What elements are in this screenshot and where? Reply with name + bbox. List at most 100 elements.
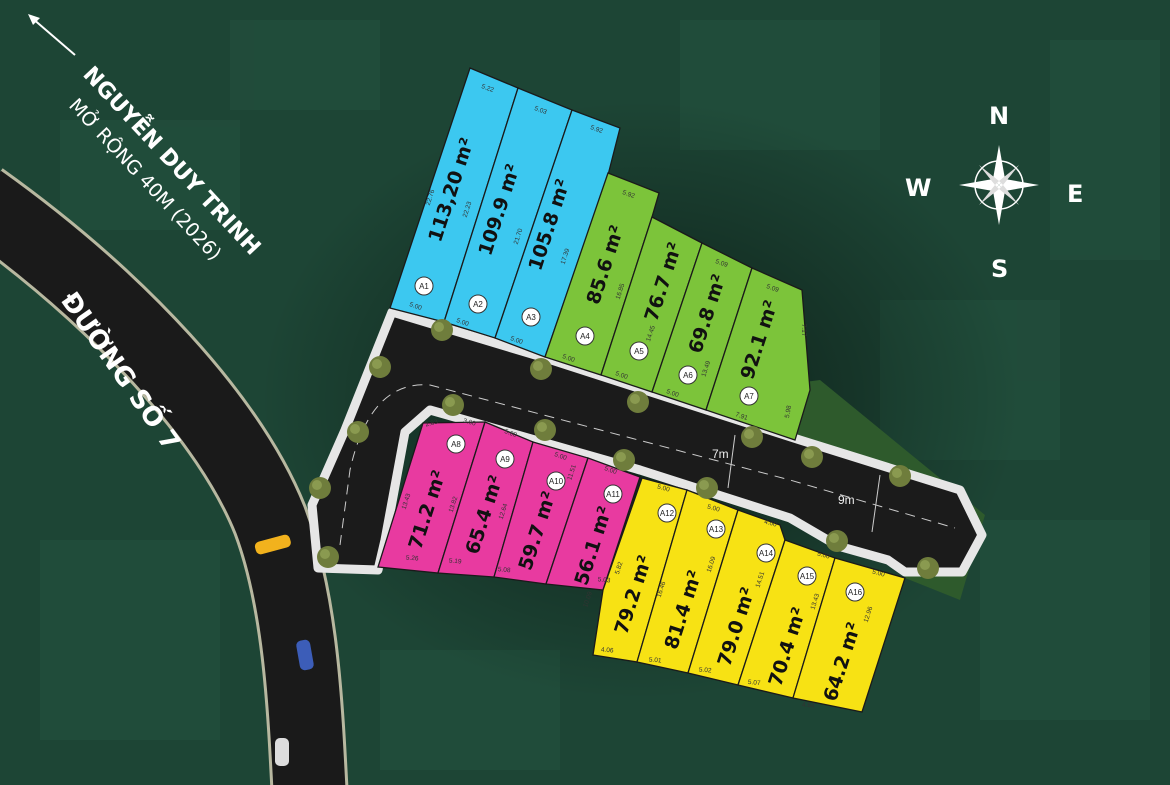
lot-dimension: 13.43 — [810, 593, 822, 611]
tree-icon — [826, 530, 848, 552]
lot-dimension: 5.98 — [784, 405, 793, 419]
lot-id-badge — [521, 307, 541, 327]
tree-icon — [530, 358, 552, 380]
lot-id-badge — [629, 341, 649, 361]
background-blocks — [40, 20, 1160, 770]
lot-id-badge — [575, 326, 595, 346]
lot-id-badge — [414, 276, 434, 296]
lot-dimension: 13.49 — [701, 360, 713, 378]
lot-id: A7 — [744, 392, 754, 401]
lot-id-badge — [706, 519, 726, 539]
lot-id: A16 — [848, 588, 863, 597]
lot-dimension: 5.00 — [503, 428, 518, 439]
tree-icon — [627, 391, 649, 413]
road-divider — [871, 474, 881, 533]
lot-id-badge — [657, 503, 677, 523]
compass-east: E — [1067, 180, 1083, 208]
lot-dimension: 21.70 — [513, 227, 525, 245]
lot-id: A12 — [660, 509, 675, 518]
lot-id: A4 — [580, 332, 590, 341]
lot-dimension: 5.00 — [614, 370, 629, 381]
lot-dimension: 5.07 — [748, 679, 762, 687]
lot-dimension: 5.19 — [449, 557, 463, 565]
road-width-label: 7m — [712, 447, 729, 461]
lot-id-badge — [756, 543, 776, 563]
tree-icon — [917, 557, 939, 579]
lot-shape[interactable] — [792, 557, 906, 713]
compass-south: S — [991, 255, 1008, 283]
tree-icon — [442, 394, 464, 416]
tree-icon — [369, 356, 391, 378]
lot-id-badge — [468, 294, 488, 314]
tree-icon — [347, 421, 369, 443]
tree-icon — [431, 319, 453, 341]
lot-dimension: 12.96 — [863, 605, 875, 623]
lot-id: A3 — [526, 313, 536, 322]
lot-id: A8 — [451, 440, 461, 449]
lot-dimension: 7.17 — [800, 324, 807, 337]
lot-dimension: 22.76 — [425, 188, 437, 206]
tree-icon — [801, 446, 823, 468]
tree-icon — [741, 426, 763, 448]
lot-id-badge — [546, 471, 566, 491]
lot-dimension: 5.03 — [597, 576, 611, 584]
lot-dimension: 2.83 — [425, 418, 439, 428]
compass-north: N — [989, 102, 1009, 130]
lot-dimension: 5.09 — [765, 283, 780, 294]
lot-dimension: 11.51 — [566, 464, 578, 482]
lot-shape[interactable] — [592, 477, 688, 663]
lot-dimension: 5.00 — [553, 451, 568, 462]
lot-dimension: 14.51 — [755, 571, 767, 589]
lot-id: A1 — [419, 282, 429, 291]
lot-id-badge — [845, 582, 865, 602]
lot-id-badge — [446, 434, 466, 454]
lot-dimension: 5.00 — [656, 484, 670, 494]
lot-dimension: 13.82 — [448, 495, 460, 513]
lot-dimension: 5.26 — [406, 554, 420, 562]
lot-dimension: 5.09 — [714, 258, 729, 269]
compass-west: W — [905, 174, 931, 202]
lot-dimension: 10.09 — [582, 590, 594, 608]
lot-shape[interactable] — [705, 267, 811, 441]
lot-id-badge — [678, 365, 698, 385]
lot-dimension: 5.92 — [589, 124, 604, 135]
lot-dimension: 5.00 — [561, 353, 576, 364]
lot-dimension: 17.39 — [560, 247, 572, 265]
lot-id-badge — [797, 566, 817, 586]
lot-dimension: 5.00 — [509, 335, 524, 346]
lot-dimension: 5.00 — [603, 465, 618, 476]
lot-id: A2 — [473, 300, 483, 309]
lot-dimension: 5.00 — [455, 317, 470, 328]
tree-icon — [613, 449, 635, 471]
lot-dimension: 12.64 — [498, 502, 510, 520]
car-icons — [254, 534, 314, 766]
compass-rose-icon — [959, 145, 1039, 225]
lot-dimension: 5.00 — [871, 569, 885, 579]
lot-dimension: 14.45 — [645, 324, 657, 342]
tree-icon — [889, 465, 911, 487]
lot-id: A6 — [683, 371, 693, 380]
lot-dimension: 3.00 — [462, 418, 476, 428]
lot-dimension: 22.23 — [462, 200, 474, 218]
lot-dimension: 5.02 — [699, 666, 713, 674]
lot-id-badge — [603, 484, 623, 504]
tree-icon — [696, 477, 718, 499]
lot-dimension: 5.82 — [614, 561, 625, 576]
lot-dimension: 5.00 — [706, 504, 720, 514]
lot-dimension: 4.00 — [763, 519, 777, 529]
